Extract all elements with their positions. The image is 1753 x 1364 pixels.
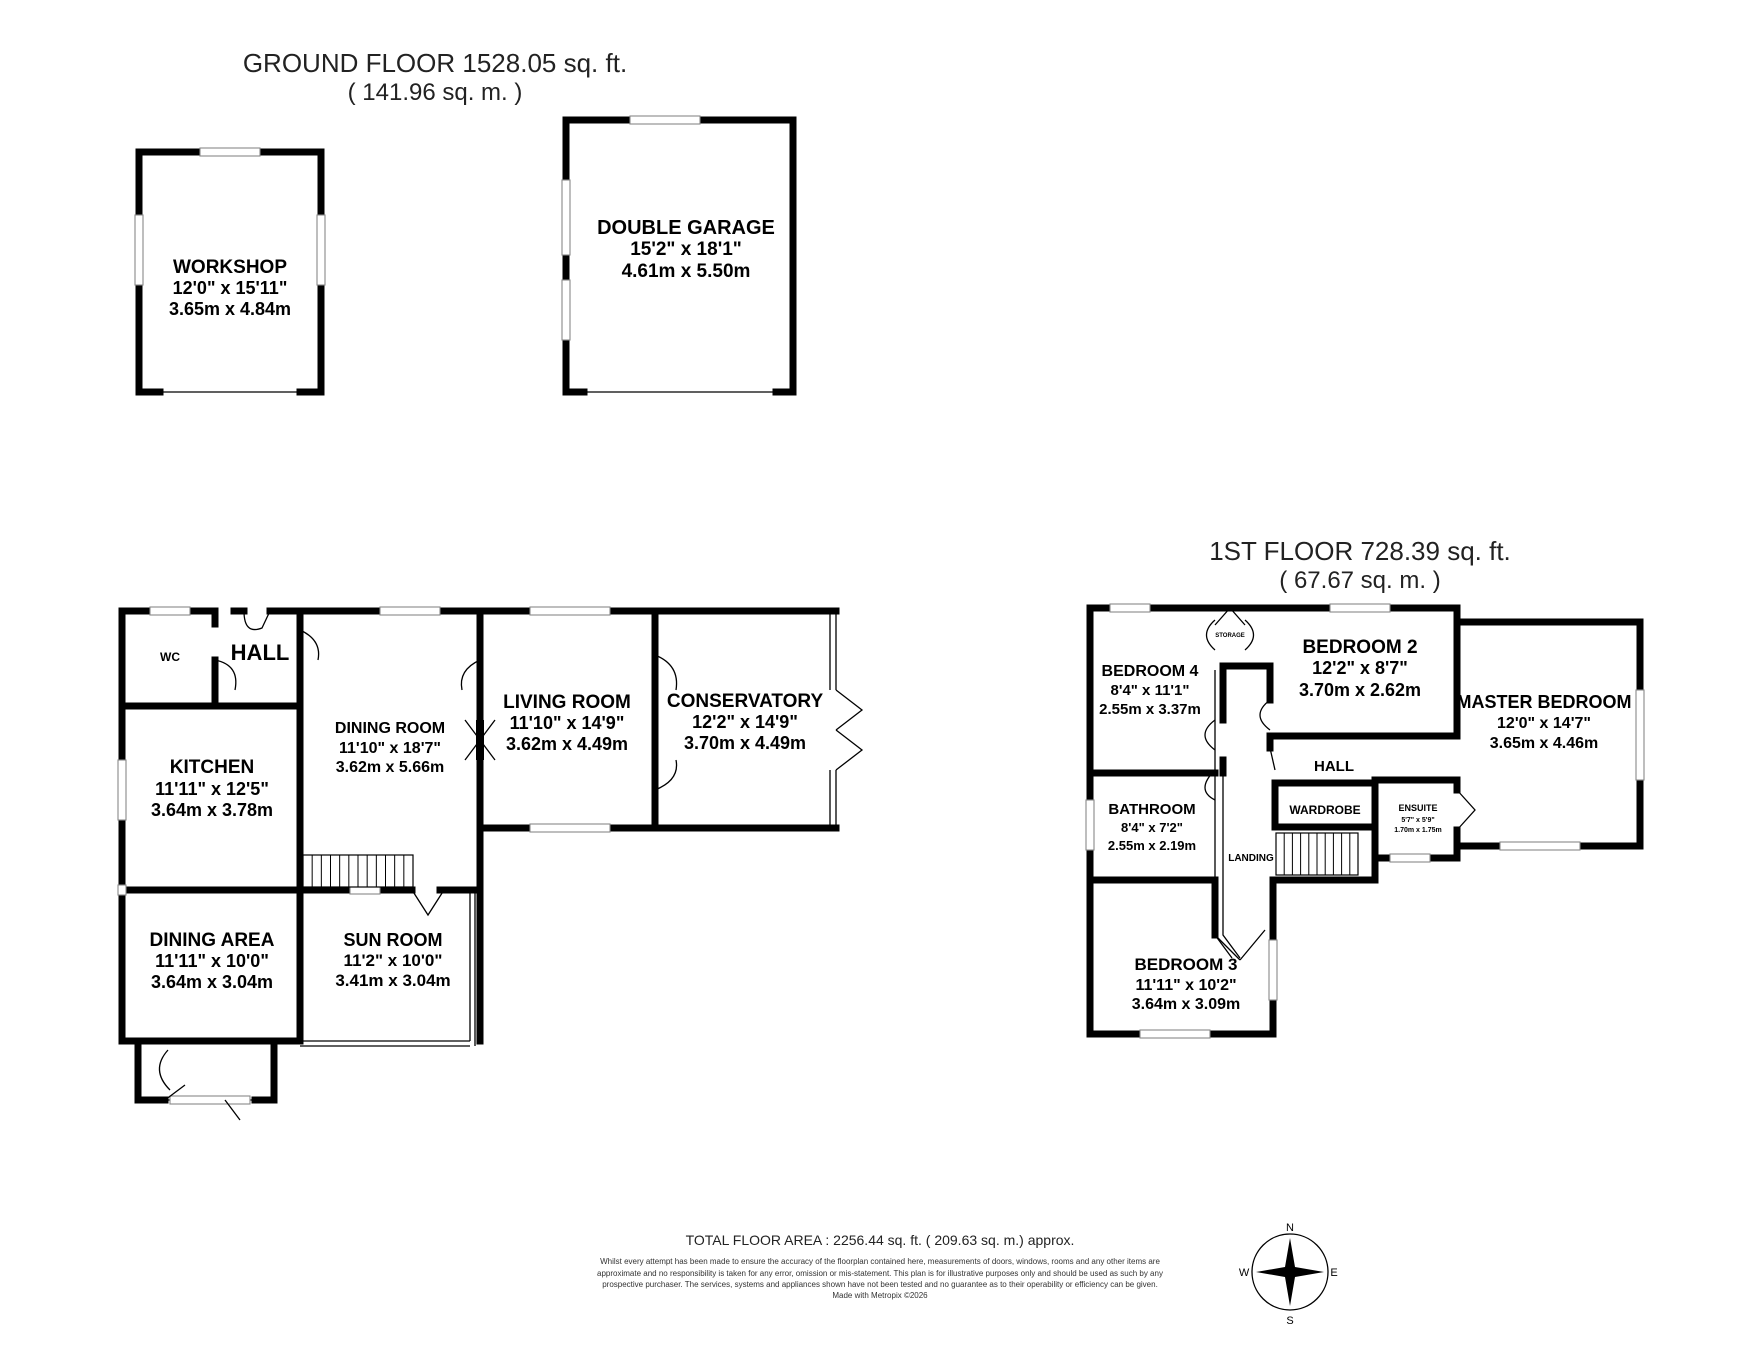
room-bedroom-3: BEDROOM 3 11'11" x 10'2" 3.64m x 3.09m bbox=[1132, 955, 1241, 1013]
room-kitchen: KITCHEN 11'11" x 12'5" 3.64m x 3.78m bbox=[151, 757, 273, 820]
room-size-metric: 3.62m x 5.66m bbox=[336, 759, 445, 776]
room-name: WC bbox=[160, 650, 180, 664]
staircase-icon bbox=[302, 854, 414, 888]
first-floor-doors bbox=[1204, 607, 1476, 961]
workshop-outline bbox=[134, 147, 326, 396]
room-workshop: WORKSHOP 12'0" x 15'11" 3.65m x 4.84m bbox=[169, 257, 291, 319]
room-storage: STORAGE bbox=[1215, 633, 1245, 639]
room-master-bedroom: MASTER BEDROOM 12'0" x 14'7" 3.65m x 4.4… bbox=[1457, 692, 1632, 752]
room-size-imperial: 12'0" x 14'7" bbox=[1497, 715, 1591, 732]
room-name: BEDROOM 3 bbox=[1135, 955, 1238, 974]
ground-floor-walls bbox=[118, 607, 840, 1104]
room-hall-ground: HALL bbox=[231, 640, 290, 665]
room-bathroom: BATHROOM 8'4" x 7'2" 2.55m x 2.19m bbox=[1108, 801, 1196, 853]
room-size-metric: 2.55m x 2.19m bbox=[1108, 838, 1196, 853]
compass-w: W bbox=[1239, 1267, 1250, 1279]
room-size-imperial: 11'11" x 12'5" bbox=[155, 779, 269, 799]
room-size-imperial: 11'2" x 10'0" bbox=[344, 951, 443, 970]
room-size-metric: 4.61m x 5.50m bbox=[622, 261, 751, 282]
double-garage-outline bbox=[561, 115, 797, 396]
room-size-metric: 3.41m x 3.04m bbox=[335, 971, 450, 990]
room-size-imperial: 12'2" x 14'9" bbox=[692, 712, 798, 732]
room-size-imperial: 12'2" x 8'7" bbox=[1312, 658, 1408, 678]
room-name: BEDROOM 2 bbox=[1302, 637, 1417, 658]
room-name: CONSERVATORY bbox=[667, 691, 824, 712]
room-bedroom-2: BEDROOM 2 12'2" x 8'7" 3.70m x 2.62m bbox=[1299, 637, 1421, 700]
first-floor-title: 1ST FLOOR 728.39 sq. ft. bbox=[1209, 536, 1511, 566]
room-double-garage: DOUBLE GARAGE 15'2" x 18'1" 4.61m x 5.50… bbox=[597, 217, 775, 282]
room-dining-room: DINING ROOM 11'10" x 18'7" 3.62m x 5.66m bbox=[335, 720, 445, 776]
compass-e: E bbox=[1330, 1267, 1337, 1279]
room-size-imperial: 11'11" x 10'2" bbox=[1135, 977, 1236, 994]
room-size-imperial: 11'10" x 14'9" bbox=[510, 713, 625, 733]
ground-floor-doors bbox=[158, 610, 864, 1121]
room-name: KITCHEN bbox=[170, 757, 254, 778]
room-size-imperial: 15'2" x 18'1" bbox=[630, 239, 742, 260]
compass-rose-icon: N S E W bbox=[1239, 1222, 1338, 1327]
room-size-metric: 3.64m x 3.04m bbox=[151, 972, 273, 992]
ground-floor-title: GROUND FLOOR 1528.05 sq. ft. bbox=[242, 48, 628, 78]
room-living-room: LIVING ROOM 11'10" x 14'9" 3.62m x 4.49m bbox=[503, 692, 631, 754]
room-name: WORKSHOP bbox=[173, 257, 287, 278]
disclaimer: Whilst every attempt has been made to en… bbox=[597, 1257, 1163, 1289]
room-name: STORAGE bbox=[1215, 633, 1245, 639]
room-wardrobe: WARDROBE bbox=[1289, 803, 1360, 817]
room-dining-area: DINING AREA 11'11" x 10'0" 3.64m x 3.04m bbox=[150, 930, 275, 992]
room-name: DINING AREA bbox=[150, 930, 275, 951]
room-size-imperial: 8'4" x 11'1" bbox=[1111, 682, 1190, 699]
room-name: LIVING ROOM bbox=[503, 692, 631, 713]
room-size-metric: 3.70m x 4.49m bbox=[684, 733, 806, 753]
room-size-imperial: 11'11" x 10'0" bbox=[155, 951, 269, 971]
room-landing: LANDING bbox=[1228, 853, 1274, 864]
room-name: BEDROOM 4 bbox=[1102, 663, 1199, 680]
room-name: BATHROOM bbox=[1108, 801, 1195, 818]
room-bedroom-4: BEDROOM 4 8'4" x 11'1" 2.55m x 3.37m bbox=[1099, 663, 1201, 718]
room-size-metric: 3.64m x 3.78m bbox=[151, 800, 273, 820]
footer: TOTAL FLOOR AREA : 2256.44 sq. ft. ( 209… bbox=[560, 1232, 1200, 1300]
staircase-icon bbox=[1275, 832, 1359, 876]
room-name: SUN ROOM bbox=[344, 930, 443, 950]
room-size-metric: 3.65m x 4.46m bbox=[1490, 735, 1599, 752]
room-size-imperial: 8'4" x 7'2" bbox=[1121, 820, 1183, 835]
landing-corridor bbox=[1214, 670, 1241, 959]
ground-floor-windows bbox=[117, 606, 611, 1105]
room-name: HALL bbox=[1314, 758, 1354, 775]
room-ensuite: ENSUITE 5'7" x 5'9" 1.70m x 1.75m bbox=[1394, 803, 1441, 834]
ground-floor-subtitle: ( 141.96 sq. m. ) bbox=[347, 79, 523, 106]
room-size-metric: 3.70m x 2.62m bbox=[1299, 680, 1421, 700]
room-name: WARDROBE bbox=[1289, 803, 1360, 817]
room-name: MASTER BEDROOM bbox=[1457, 692, 1632, 712]
total-floor-area: TOTAL FLOOR AREA : 2256.44 sq. ft. ( 209… bbox=[685, 1232, 1075, 1248]
room-size-metric: 3.65m x 4.84m bbox=[169, 299, 291, 319]
room-size-metric: 2.55m x 3.37m bbox=[1099, 701, 1201, 718]
room-size-metric: 1.70m x 1.75m bbox=[1394, 827, 1441, 834]
room-name: DOUBLE GARAGE bbox=[597, 217, 775, 239]
room-wc: WC bbox=[160, 650, 180, 664]
compass-n: N bbox=[1286, 1222, 1294, 1234]
room-name: DINING ROOM bbox=[335, 720, 445, 737]
first-floor-subtitle: ( 67.67 sq. m. ) bbox=[1279, 567, 1441, 594]
room-conservatory: CONSERVATORY 12'2" x 14'9" 3.70m x 4.49m bbox=[667, 691, 824, 753]
ground-floor-heading: GROUND FLOOR 1528.05 sq. ft. ( 141.96 sq… bbox=[230, 48, 640, 107]
room-sun-room: SUN ROOM 11'2" x 10'0" 3.41m x 3.04m bbox=[335, 930, 450, 990]
room-size-imperial: 12'0" x 15'11" bbox=[173, 278, 288, 298]
first-floor-heading: 1ST FLOOR 728.39 sq. ft. ( 67.67 sq. m. … bbox=[1185, 536, 1535, 595]
made-with: Made with Metropix ©2026 bbox=[832, 1290, 928, 1300]
room-size-imperial: 5'7" x 5'9" bbox=[1401, 817, 1434, 824]
room-size-imperial: 11'10" x 18'7" bbox=[339, 740, 441, 757]
compass-s: S bbox=[1286, 1315, 1293, 1327]
room-name: HALL bbox=[231, 640, 290, 665]
room-name: LANDING bbox=[1228, 853, 1274, 864]
room-size-metric: 3.62m x 4.49m bbox=[506, 734, 628, 754]
first-floor-windows bbox=[1085, 603, 1645, 1039]
room-name: ENSUITE bbox=[1398, 803, 1437, 813]
room-hall-first: HALL bbox=[1314, 758, 1354, 775]
room-size-metric: 3.64m x 3.09m bbox=[1132, 996, 1241, 1013]
